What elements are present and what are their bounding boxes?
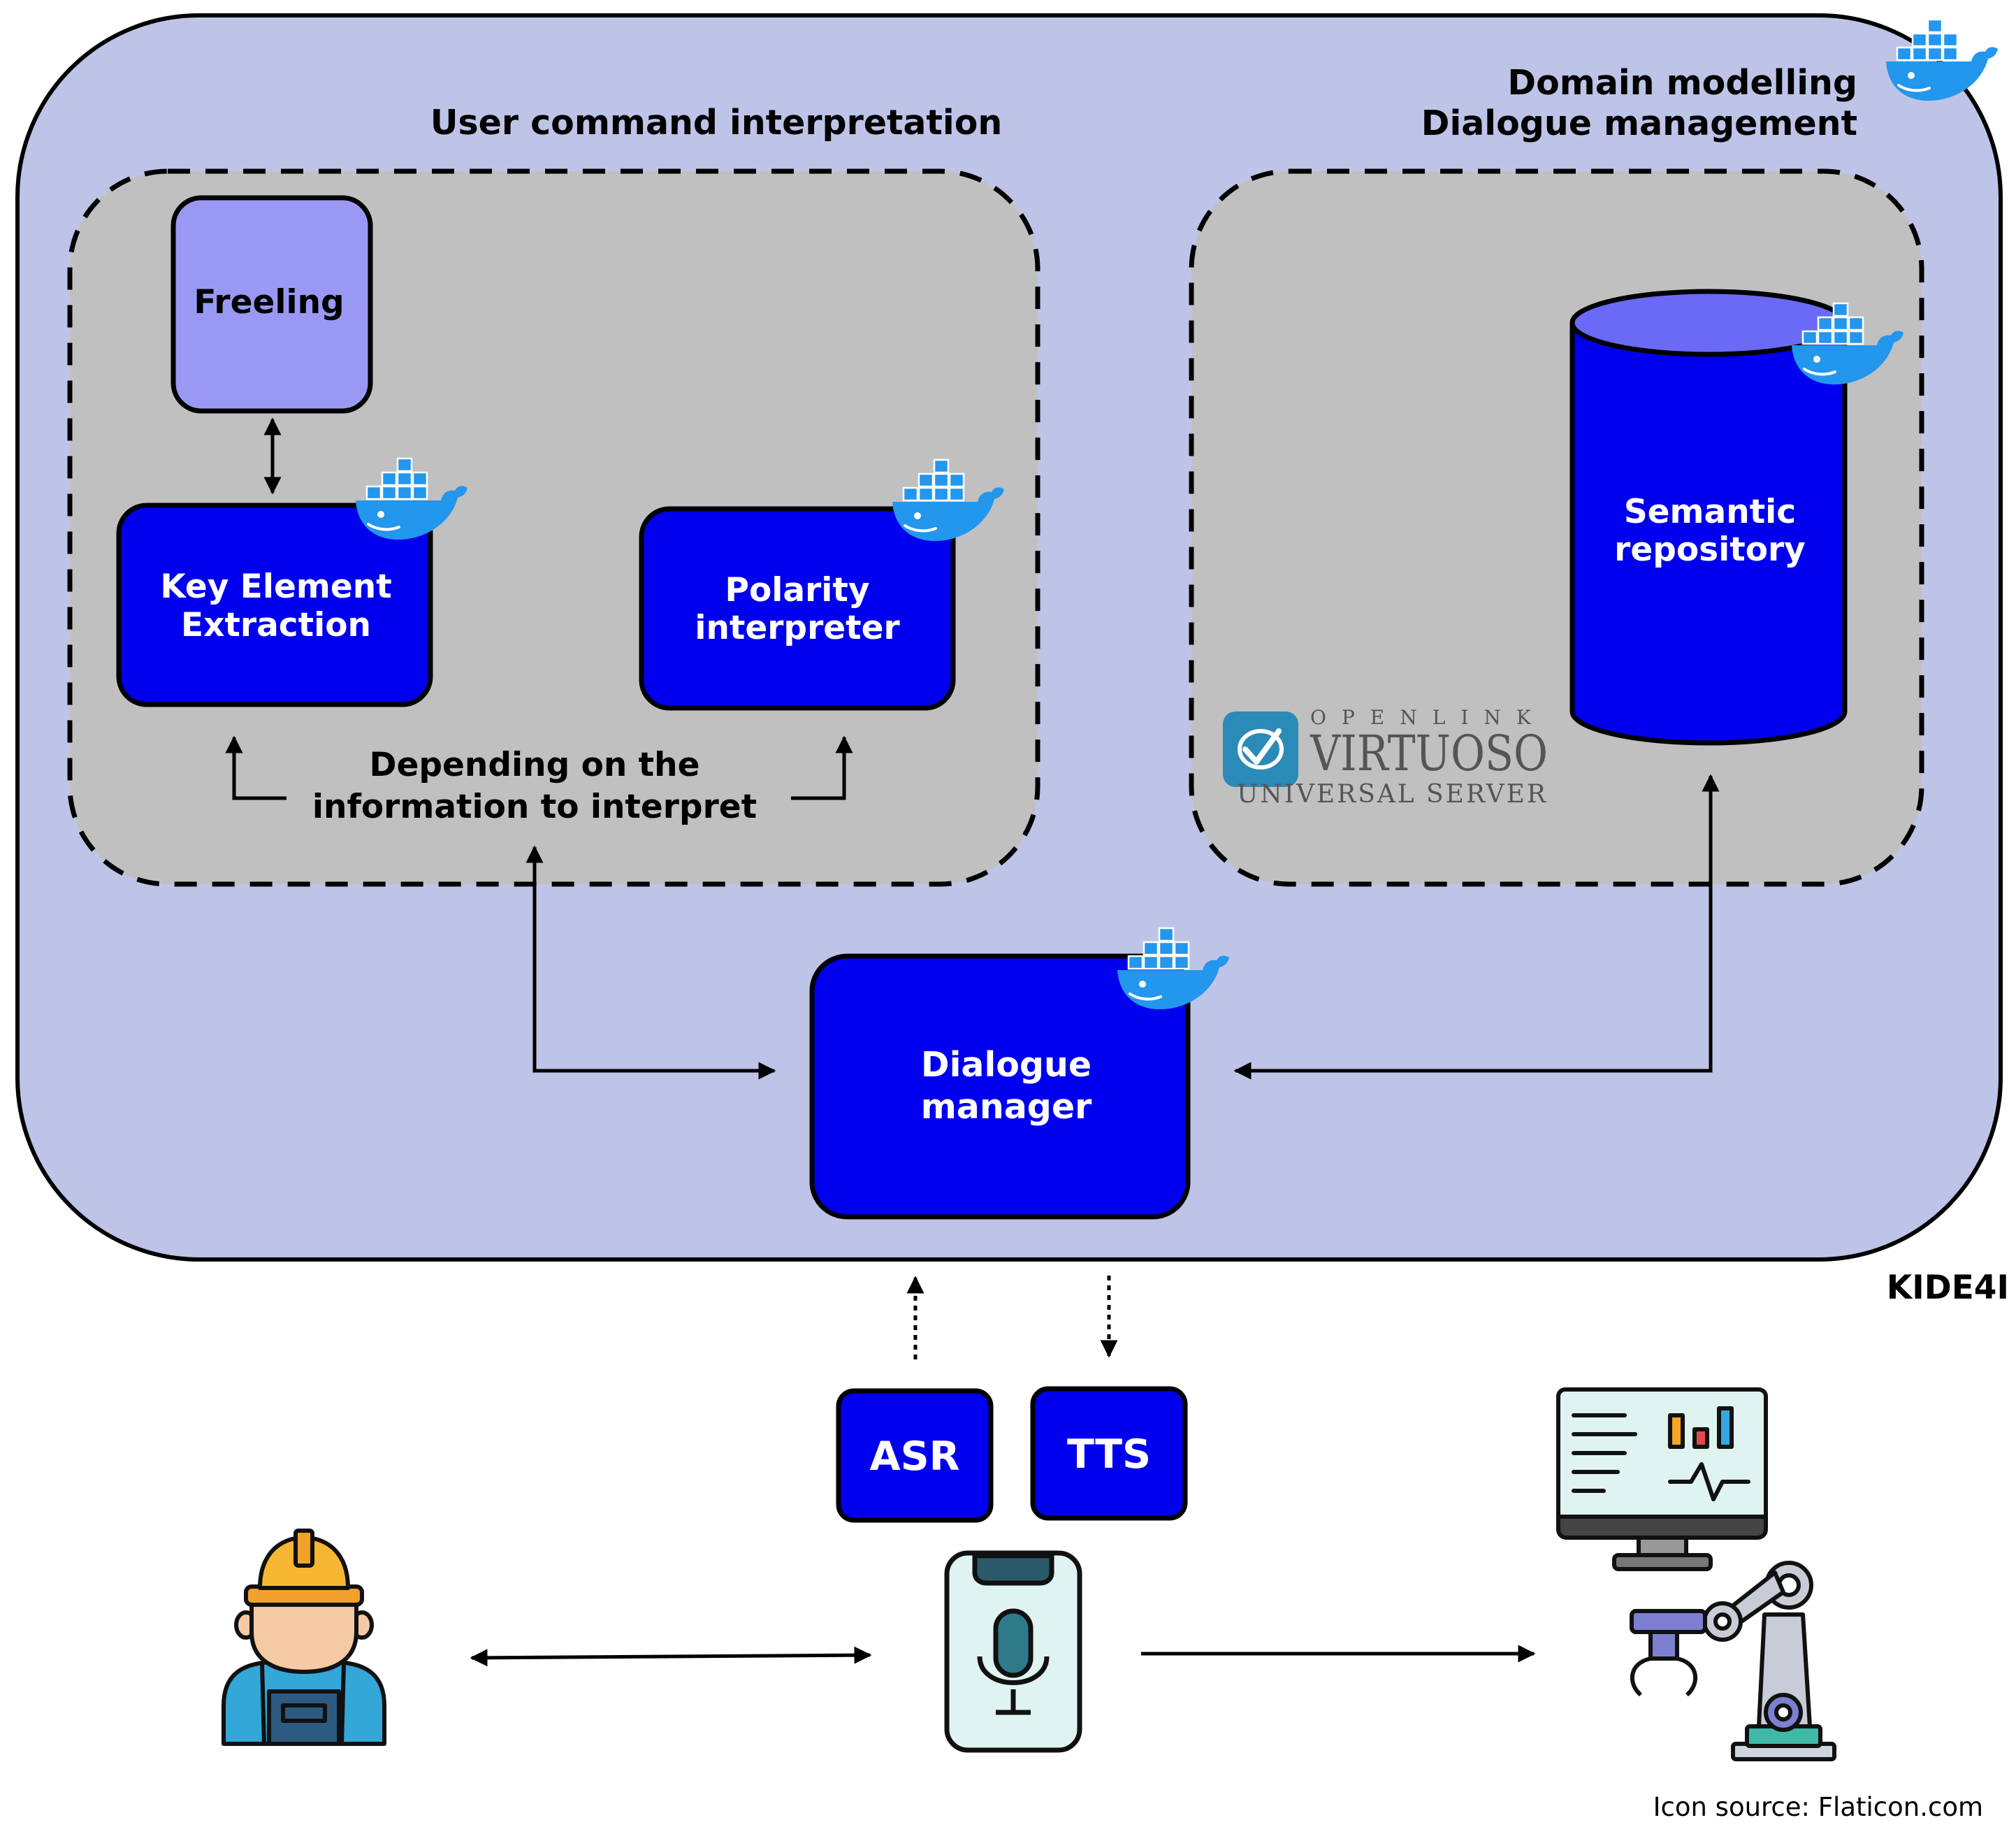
dialogue-manager-box <box>809 953 1191 1220</box>
semantic-label-line1: Semantic <box>1624 493 1796 531</box>
polarity-label-line1: Polarity <box>725 571 870 609</box>
domain-modelling-title: Domain modelling <box>1507 63 1857 103</box>
virtuoso-top-text: OPENLINK <box>1310 706 1546 729</box>
system-name-label: KIDE4I <box>1887 1269 2009 1307</box>
tts-box <box>1030 1386 1188 1521</box>
freeling-box <box>171 195 373 414</box>
freeling-label: Freeling <box>194 283 344 322</box>
robot-arm-icon <box>1630 1561 1836 1761</box>
asr-box <box>836 1388 994 1523</box>
depending-label-line2: information to interpret <box>312 788 757 826</box>
semantic-repository: Semantic repository <box>1569 289 1848 746</box>
polarity-label-line2: interpreter <box>695 609 900 647</box>
icon-source-credit: Icon source: Flaticon.com <box>1653 1792 1983 1822</box>
asr-label: ASR <box>869 1434 959 1480</box>
semantic-label-line2: repository <box>1614 530 1806 569</box>
tts-label: TTS <box>1067 1431 1151 1478</box>
dialogue-label-line2: manager <box>921 1087 1092 1127</box>
virtuoso-logo: OPENLINK VIRTUOSO UNIVERSAL SERVER <box>1223 706 1550 809</box>
database-cylinder-icon <box>1569 323 1848 746</box>
key-element-label-line2: Extraction <box>181 606 371 644</box>
key-element-extraction-box <box>116 503 433 707</box>
monitor-dashboard-icon <box>1556 1387 1768 1571</box>
polarity-interpreter-box <box>639 506 956 711</box>
key-element-label-line1: Key Element <box>160 568 391 606</box>
to-key-element-arrow <box>225 735 287 800</box>
depending-label-line1: Depending on the <box>369 746 699 784</box>
to-polarity-arrow <box>791 735 853 800</box>
virtuoso-main-text: VIRTUOSO <box>1310 725 1548 782</box>
repository-dialogue-arrow <box>1233 774 1720 1080</box>
worker-phone-arrow <box>470 1646 872 1667</box>
dialogue-management-title: Dialogue management <box>1421 103 1857 143</box>
worker-icon <box>222 1529 386 1746</box>
smartphone-microphone-icon <box>944 1550 1082 1753</box>
virtuoso-bottom-text: UNIVERSAL SERVER <box>1237 780 1550 809</box>
interpretation-dialogue-arrow <box>525 845 776 1080</box>
docker-whale-icon <box>1885 18 1999 103</box>
user-command-title: User command interpretation <box>430 103 1003 143</box>
virtuoso-emblem-icon <box>1223 712 1298 787</box>
dialogue-label-line1: Dialogue <box>921 1045 1092 1085</box>
